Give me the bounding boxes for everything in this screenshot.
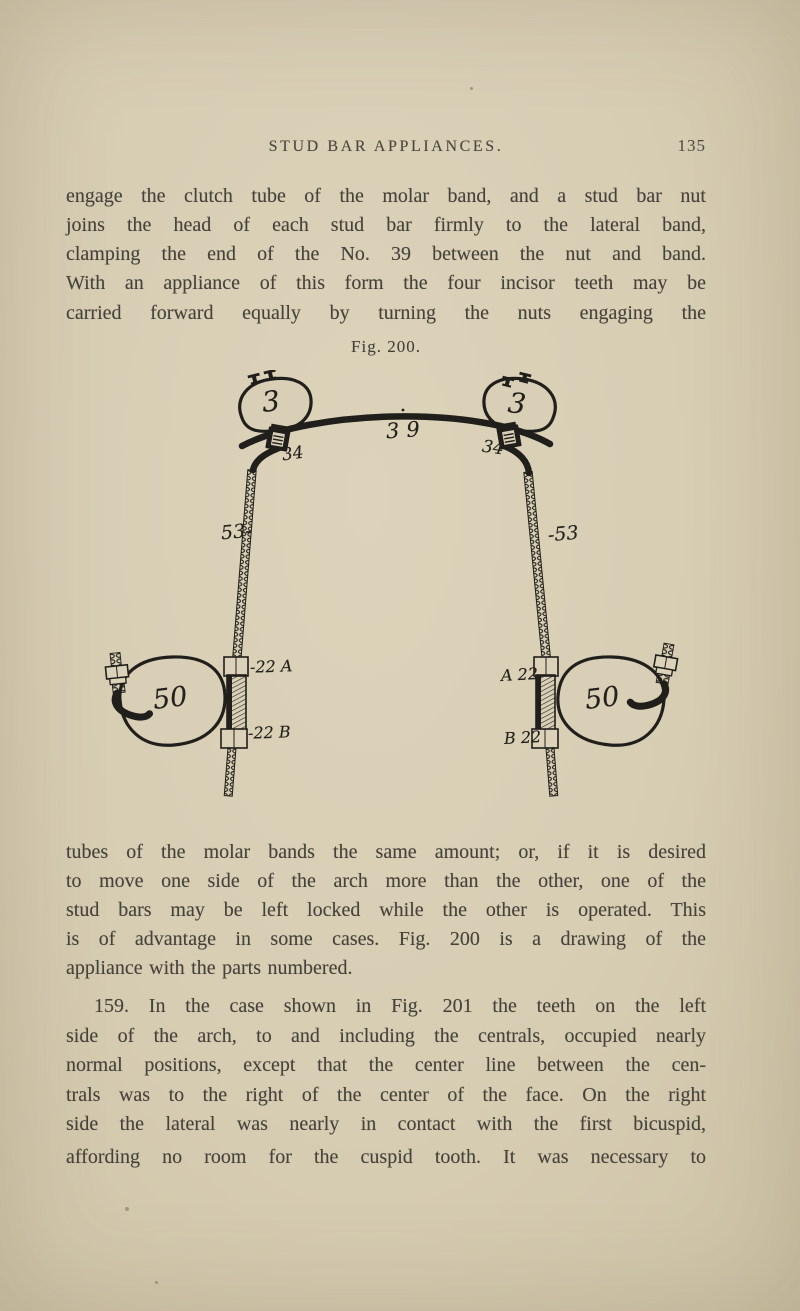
figure-caption: Fig. 200. [351,337,421,356]
leader-dot [401,408,405,412]
paragraph2-line: stud bars may be left locked while the o… [66,899,706,921]
paper-speck [125,1207,129,1211]
label-tube34-left: 34 [280,442,305,466]
running-header: STUD BAR APPLIANCES. [268,138,504,155]
label-bar53-right: -53 [547,521,580,547]
clutch-tube-34-right [496,421,522,450]
paragraph3-line: affording no room for the cuspid tooth. … [66,1146,706,1168]
paper-speck [155,1281,158,1284]
label-nut22b-left: -22 B [247,722,291,743]
paragraph3-line: side of the arch, to and including the c… [66,1025,706,1047]
paragraph1-line: clamping the end of the No. 39 between t… [66,243,706,265]
label-band3-left: 3 [260,384,282,419]
paragraph3-line: trals was to the right of the center of … [66,1084,706,1106]
label-archwire-39: 39 [385,416,428,444]
paragraph2-line: tubes of the molar bands the same amount… [66,841,706,863]
molar-stud-icon [263,370,277,381]
label-band3-right: 3 [506,386,528,421]
label-tube34-right: 34 [480,436,505,460]
molar-stud-icon [518,371,532,384]
leader-dot [400,415,404,419]
stud-bar-53-right [523,471,551,659]
clutch-tube-34-left [265,423,291,452]
page-number: 135 [677,136,706,155]
paragraph1-line: With an appliance of this form the four … [66,272,706,294]
paragraph1-line: engage the clutch tube of the molar band… [66,185,706,207]
paragraph3-line: normal positions, except that the center… [66,1054,706,1076]
stud-bar-53-left [232,469,257,659]
molar-stud-icon [501,375,515,388]
molar-band-left [238,376,313,433]
paragraph1-line: carried forward equally by turning the n… [66,302,706,324]
paragraph3-line: 159. In the case shown in Fig. 201 the t… [94,995,706,1017]
paragraph1-line: joins the head of each stud bar firmly t… [66,214,706,236]
label-band50-right: 50 [583,681,622,716]
label-band50-left: 50 [151,681,190,716]
paragraph3-line: side the lateral was nearly in contact w… [66,1113,706,1135]
appliance-diagram [104,370,679,797]
molar-stud-icon [247,372,261,385]
label-nut22a-right: A 22 [500,664,539,685]
band-screw-right [626,642,679,710]
paragraph2-line: appliance with the parts numbered. [66,957,353,979]
clutch-assembly-right [531,656,559,797]
wire-bend-right [500,442,533,477]
paper-speck [470,87,473,90]
label-nut22b-right: B 22 [503,727,542,748]
clutch-assembly-left [220,656,249,797]
lateral-band-50-left [118,655,227,747]
band-screw-left [104,651,154,721]
figure-200: 3 3 39 34 34 53- -53 -22 A -22 B A 22 B … [80,370,720,810]
paragraph2-line: to move one side of the arch more than t… [66,870,706,892]
label-nut22a-left: -22 A [249,656,293,677]
paragraph2-line: is of advantage in some cases. Fig. 200 … [66,928,706,950]
label-bar53-left: 53- [220,519,253,545]
